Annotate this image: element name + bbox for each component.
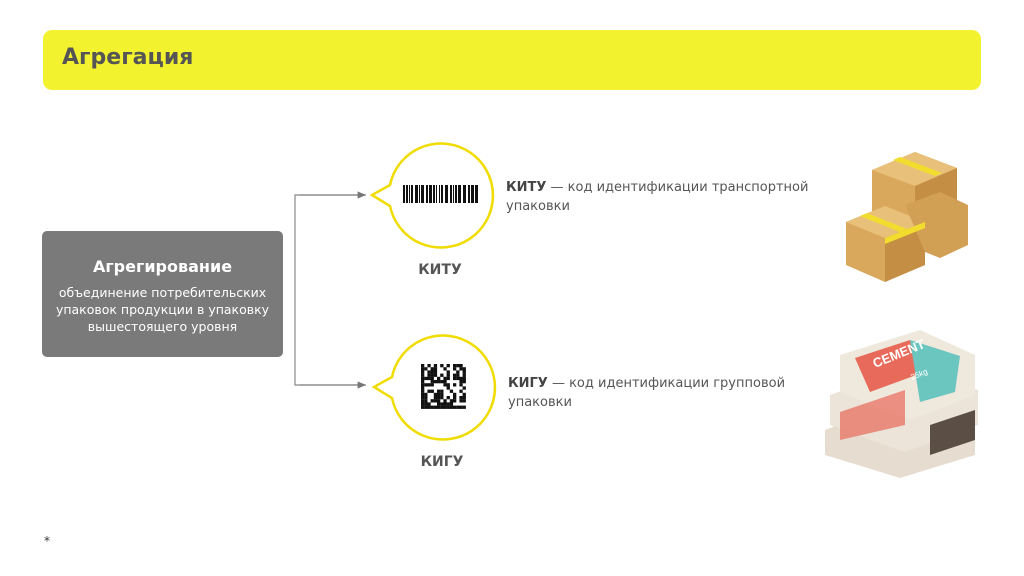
kitu-term: КИТУ bbox=[506, 180, 547, 195]
kigu-label: КИГУ bbox=[420, 454, 464, 470]
bubble-kitu bbox=[369, 142, 495, 249]
boxes-image bbox=[846, 152, 968, 282]
page-title: Агрегация bbox=[62, 45, 194, 70]
kitu-text: — код идентификации транспортной упаковк… bbox=[506, 180, 809, 214]
bubble-kigu bbox=[371, 334, 497, 441]
aggregation-description: объединение потребительских упаковок про… bbox=[55, 285, 270, 334]
cement-bags-image: CEMENT 25kg bbox=[825, 330, 978, 478]
aggregation-title: Агрегирование bbox=[92, 257, 233, 276]
kitu-description: КИТУ — код идентификации транспортной уп… bbox=[506, 178, 826, 216]
kigu-text: — код идентификации групповой упаковки bbox=[508, 376, 786, 410]
kigu-term: КИГУ bbox=[508, 376, 548, 391]
datamatrix-icon bbox=[421, 364, 466, 409]
header-bar: Агрегация bbox=[43, 30, 981, 90]
aggregation-box: Агрегирование объединение потребительски… bbox=[42, 231, 283, 357]
kitu-label: КИТУ bbox=[418, 262, 462, 278]
barcode-icon bbox=[403, 185, 478, 203]
kigu-description: КИГУ — код идентификации групповой упако… bbox=[508, 374, 828, 412]
connector-line bbox=[294, 194, 365, 386]
footnote: * bbox=[44, 534, 50, 548]
